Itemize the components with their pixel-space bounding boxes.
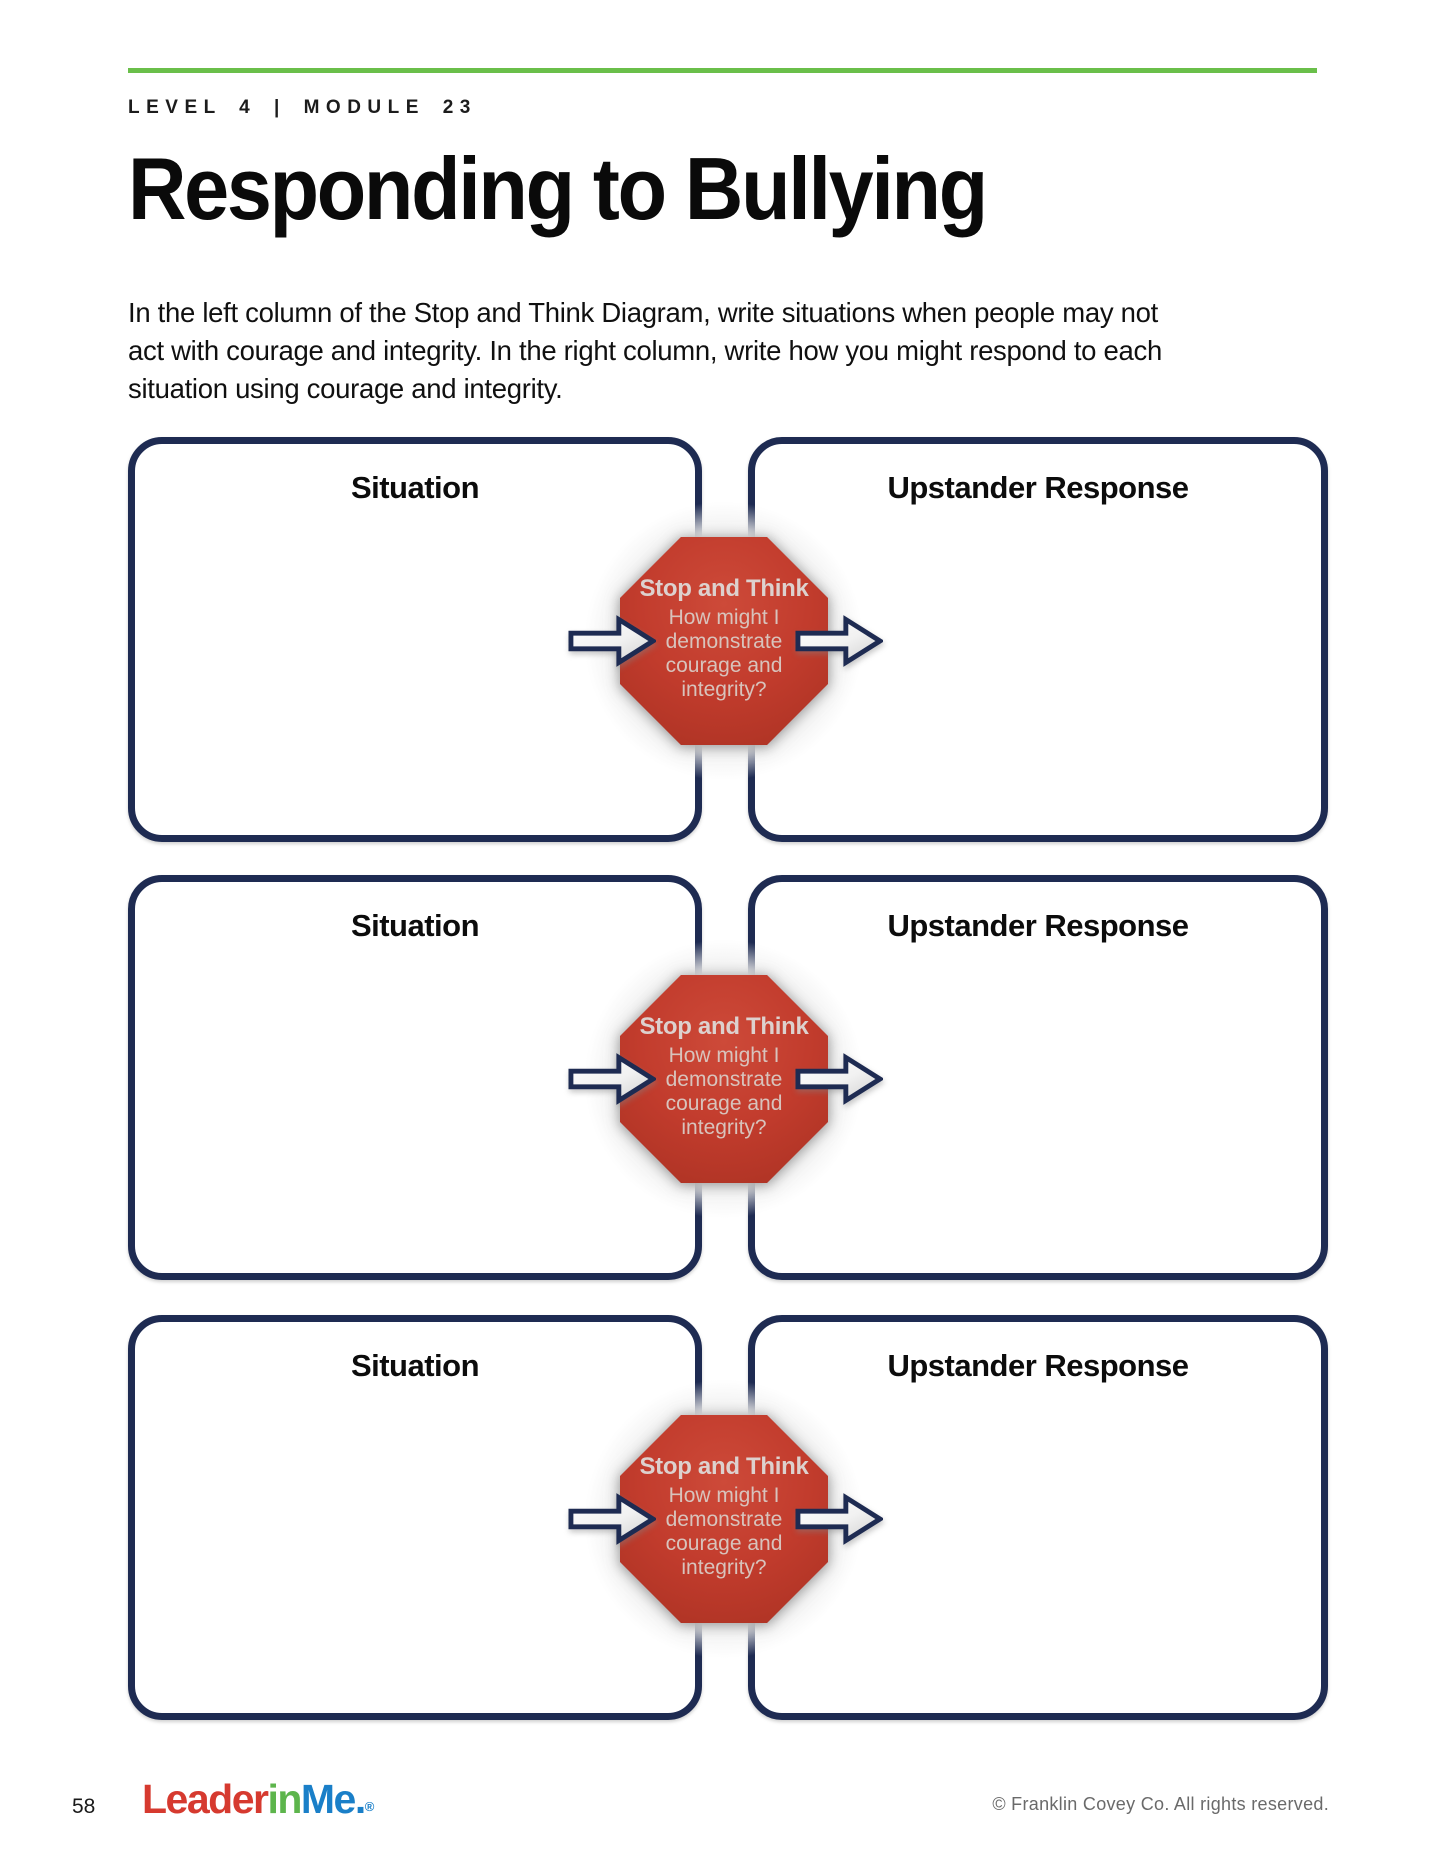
registered-trademark-icon: ® [364,1799,375,1814]
diagram-row: Situation Upstander Response Stop and Th… [0,437,1445,842]
level-module-label: LEVEL 4 | MODULE 23 [128,97,477,118]
right-arrow-icon [795,1493,883,1545]
right-arrow-icon [568,1053,656,1105]
page-number: 58 [72,1795,96,1818]
stop-and-think-question: How might I demonstrate courage and inte… [665,1044,783,1139]
logo-leader: Leader [142,1776,269,1822]
instructions-line: act with courage and integrity. In the r… [128,335,1162,366]
stop-sign-text: Stop and Think How might I demonstrate c… [620,1415,828,1580]
stop-and-think-title: Stop and Think [639,575,809,602]
right-arrow-icon [568,1493,656,1545]
instructions-line: situation using courage and integrity. [128,373,563,404]
right-arrow-icon [795,615,883,667]
upstander-response-header: Upstander Response [887,1348,1189,1383]
page-title: Responding to Bullying [128,139,988,238]
situation-header: Situation [350,908,480,943]
stop-sign-text: Stop and Think How might I demonstrate c… [620,975,828,1140]
stop-sign-text: Stop and Think How might I demonstrate c… [620,537,828,702]
diagram-row: Situation Upstander Response Stop and Th… [0,875,1445,1280]
right-arrow-icon [795,1053,883,1105]
situation-header: Situation [350,1348,480,1383]
stop-and-think-question: How might I demonstrate courage and inte… [665,606,783,701]
leader-in-me-logo: LeaderinMe.® [142,1776,374,1823]
stop-sign-octagon: Stop and Think How might I demonstrate c… [620,1415,828,1623]
copyright-notice: © Franklin Covey Co. All rights reserved… [992,1794,1329,1814]
instructions: In the left column of the Stop and Think… [128,294,1162,408]
situation-header: Situation [350,470,480,505]
stop-and-think-title: Stop and Think [639,1013,809,1040]
upstander-response-header: Upstander Response [887,908,1189,943]
logo-in: in [267,1776,302,1822]
upstander-response-box: Upstander Response [748,437,1328,842]
upstander-response-header: Upstander Response [887,470,1189,505]
right-arrow-icon [568,615,656,667]
instructions-line: In the left column of the Stop and Think… [128,297,1158,328]
logo-me: Me. [300,1776,366,1822]
header-accent-rule [128,68,1317,73]
stop-and-think-question: How might I demonstrate courage and inte… [665,1484,783,1579]
stop-and-think-title: Stop and Think [639,1453,809,1480]
diagram-row: Situation Upstander Response Stop and Th… [0,1315,1445,1720]
